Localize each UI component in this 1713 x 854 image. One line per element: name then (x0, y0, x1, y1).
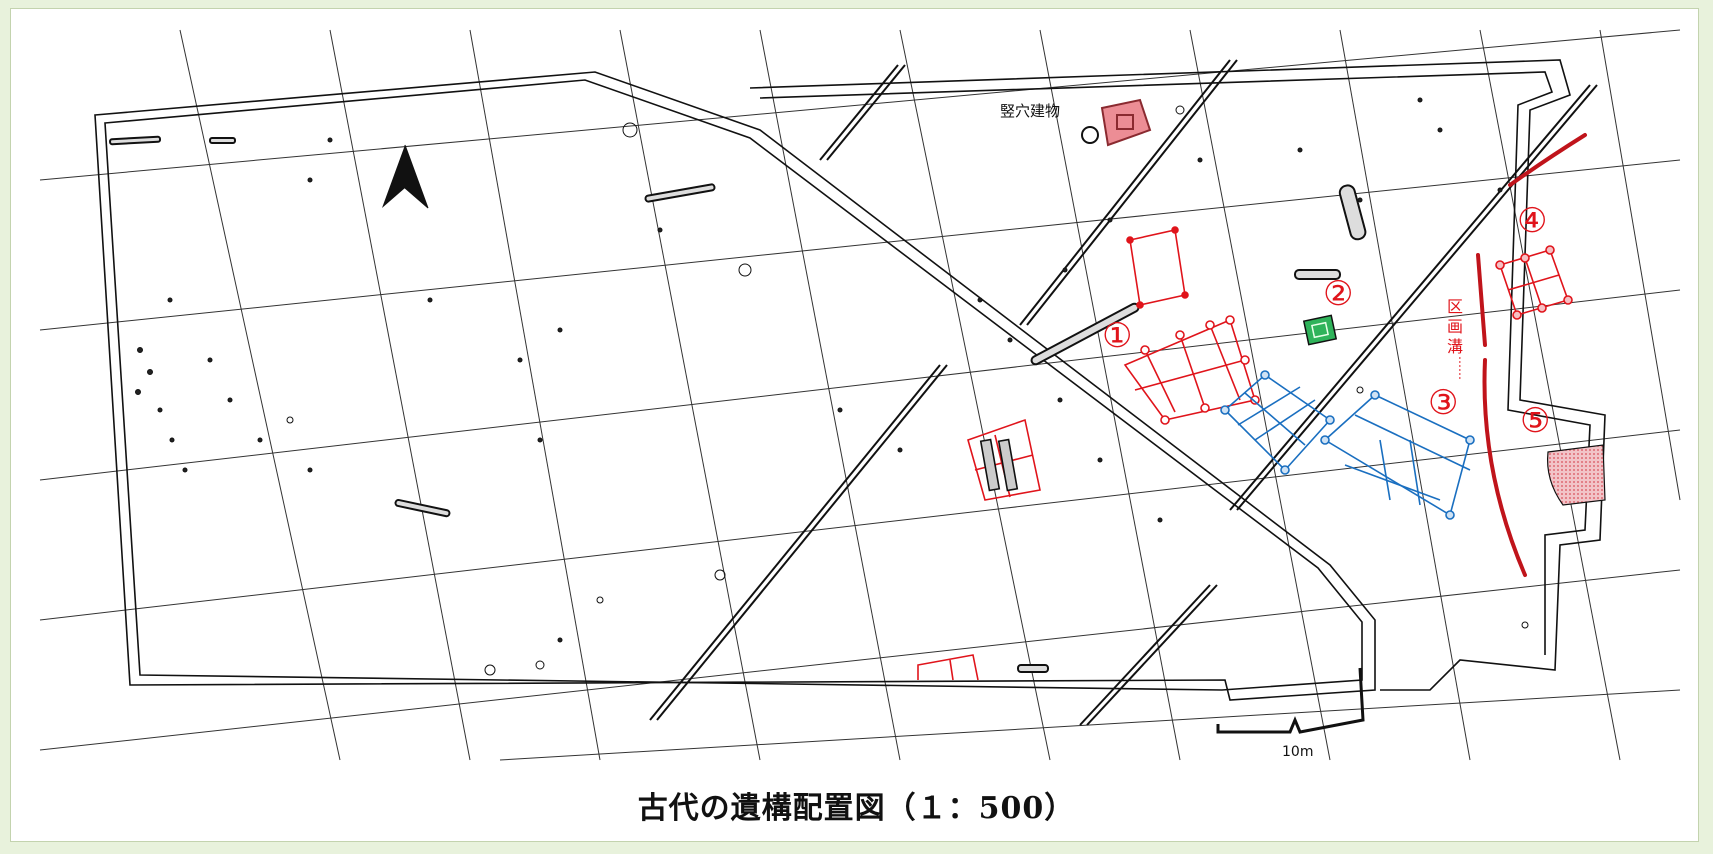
survey-grid (39, 29, 1681, 761)
building-red-west (967, 418, 1041, 501)
pit-dwelling (1081, 98, 1152, 147)
marker-5: ⑤ (1520, 401, 1550, 441)
pit-dwelling-label: 竪穴建物 (1000, 102, 1060, 120)
north-arrow-icon (382, 144, 429, 209)
marker-4: ④ (1517, 201, 1547, 241)
buildings-blue (1220, 370, 1475, 520)
ditch-label-dots: …… (1456, 356, 1470, 380)
feature-2-green (1302, 314, 1338, 346)
feature-5-area (1546, 444, 1606, 506)
fence-south (917, 654, 979, 681)
map-frame (10, 8, 1699, 842)
modern-trenches (649, 59, 1598, 726)
building-4 (1495, 245, 1573, 320)
ditch-label-1: 区 (1447, 297, 1463, 316)
excavation-boundary (94, 59, 1606, 701)
marker-3: ③ (1428, 383, 1458, 423)
scale-bar (1216, 667, 1365, 734)
elongated-pits (109, 135, 1367, 673)
ditch-label-2: 画 (1447, 317, 1463, 336)
scale-label: 10m (1282, 744, 1313, 760)
enclosure-ditch (1476, 133, 1587, 577)
building-1 (1123, 226, 1260, 425)
marker-2: ② (1323, 274, 1353, 314)
marker-1: ① (1102, 316, 1132, 356)
map-caption: 古代の遺構配置図（１：500） (637, 791, 1076, 826)
ditch-label-3: 溝 (1447, 337, 1463, 356)
